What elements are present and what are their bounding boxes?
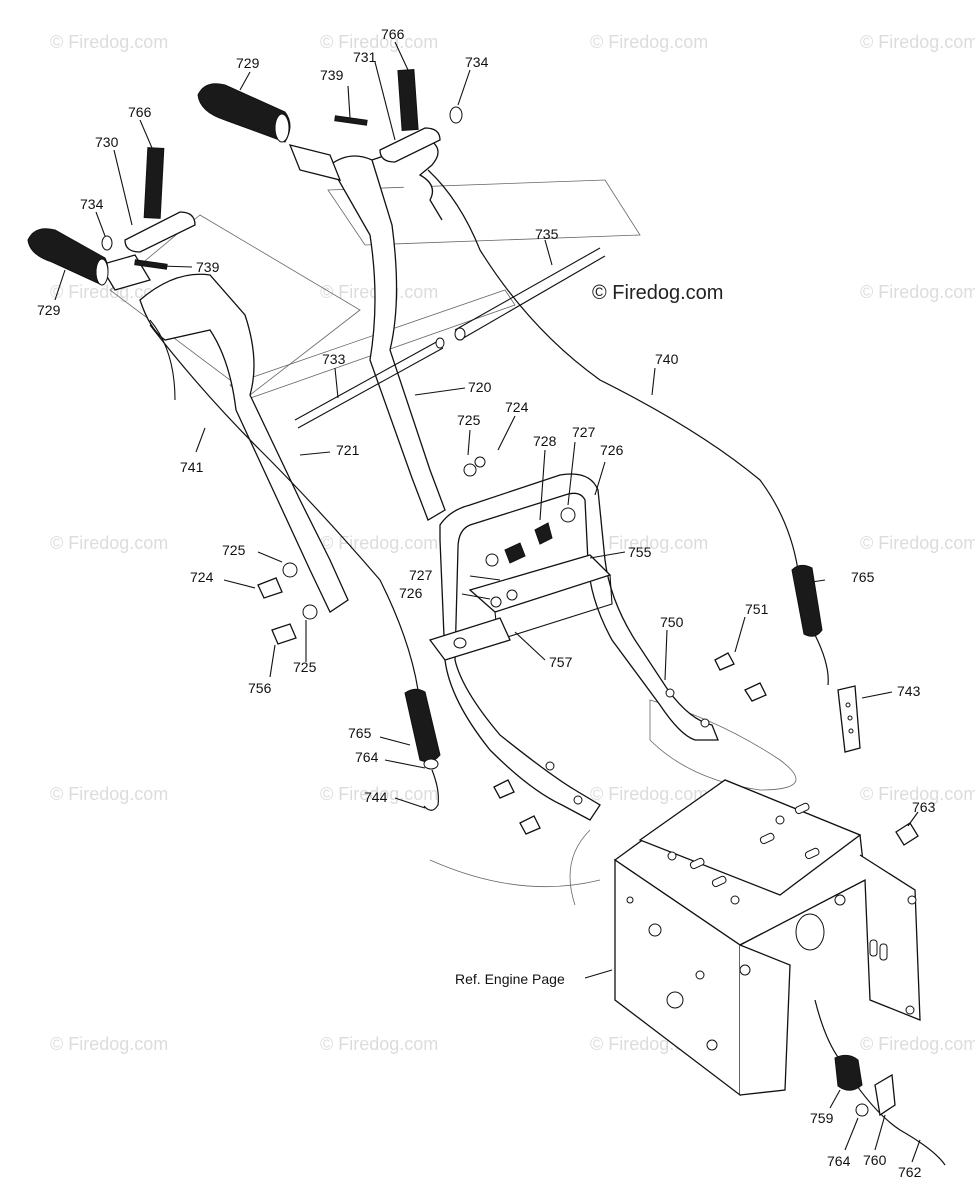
cable-boot-765 bbox=[404, 688, 441, 763]
right-grip bbox=[197, 83, 291, 143]
callout-755: 755 bbox=[628, 544, 652, 560]
watermark: © Firedog.com bbox=[320, 1034, 438, 1054]
watermark: © Firedog.com bbox=[50, 784, 168, 804]
callout-751: 751 bbox=[745, 601, 769, 617]
reference-note: Ref. Engine Page bbox=[455, 971, 565, 987]
watermark: © Firedog.com bbox=[860, 282, 975, 302]
callout-735: 735 bbox=[535, 226, 559, 242]
frame-assembly bbox=[613, 779, 921, 1097]
washer-734-lower bbox=[101, 235, 113, 251]
callout-730: 730 bbox=[95, 134, 119, 150]
callout-724: 724 bbox=[190, 569, 214, 585]
lower-handle bbox=[257, 456, 919, 846]
callout-728: 728 bbox=[533, 433, 557, 449]
watermark: © Firedog.com bbox=[320, 784, 438, 804]
callout-763: 763 bbox=[912, 799, 936, 815]
watermark: © Firedog.com bbox=[860, 784, 975, 804]
watermark: © Firedog.com bbox=[320, 32, 438, 52]
callout-762: 762 bbox=[898, 1164, 922, 1180]
callout-750: 750 bbox=[660, 614, 684, 630]
callout-726: 726 bbox=[600, 442, 624, 458]
washer-734-upper bbox=[449, 106, 463, 124]
grips-and-levers bbox=[27, 68, 463, 286]
callout-724: 724 bbox=[505, 399, 529, 415]
callout-744: 744 bbox=[364, 789, 388, 805]
right-control-lever bbox=[379, 68, 441, 163]
callout-756: 756 bbox=[248, 680, 272, 696]
bracket-760 bbox=[874, 1073, 896, 1117]
callout-731: 731 bbox=[353, 49, 377, 65]
callout-725: 725 bbox=[222, 542, 246, 558]
callout-729: 729 bbox=[37, 302, 61, 318]
callout-725: 725 bbox=[457, 412, 481, 428]
watermark: © Firedog.com bbox=[860, 533, 975, 553]
callout-739: 739 bbox=[196, 259, 220, 275]
watermark: © Firedog.com bbox=[50, 282, 168, 302]
nut-764 bbox=[855, 1103, 869, 1117]
spring-739-upper bbox=[334, 115, 368, 126]
callout-727: 727 bbox=[409, 567, 433, 583]
adjuster-knob bbox=[504, 542, 526, 564]
left-control-lever bbox=[124, 147, 196, 253]
callout-759: 759 bbox=[810, 1110, 834, 1126]
cable-741 bbox=[149, 324, 419, 691]
callout-727: 727 bbox=[572, 424, 596, 440]
watermark: © Firedog.com bbox=[860, 32, 975, 52]
cable-740 bbox=[427, 169, 799, 571]
callout-734: 734 bbox=[80, 196, 104, 212]
callout-764: 764 bbox=[827, 1153, 851, 1169]
callout-757: 757 bbox=[549, 654, 573, 670]
callout-760: 760 bbox=[863, 1152, 887, 1168]
watermark: © Firedog.com bbox=[590, 784, 708, 804]
watermark-main: © Firedog.com bbox=[592, 282, 723, 304]
callout-765: 765 bbox=[851, 569, 875, 585]
callout-734: 734 bbox=[465, 54, 489, 70]
watermark: © Firedog.com bbox=[590, 533, 708, 553]
callout-733: 733 bbox=[322, 351, 346, 367]
watermark: © Firedog.com bbox=[860, 1034, 975, 1054]
callout-741: 741 bbox=[180, 459, 204, 475]
watermark: © Firedog.com bbox=[50, 533, 168, 553]
watermark: © Firedog.com bbox=[50, 32, 168, 52]
callout-labels: 729 739 731 766 734 766 730 734 739 729 … bbox=[37, 26, 936, 1180]
watermark-grid: © Firedog.com © Firedog.com © Firedog.co… bbox=[50, 32, 975, 1054]
leader-lines bbox=[54, 41, 921, 1163]
callout-739: 739 bbox=[320, 67, 344, 83]
left-grip bbox=[27, 228, 109, 286]
watermark: © Firedog.com bbox=[50, 1034, 168, 1054]
callout-729: 729 bbox=[236, 55, 260, 71]
callout-765: 765 bbox=[348, 725, 372, 741]
callout-764: 764 bbox=[355, 749, 379, 765]
callout-726: 726 bbox=[399, 585, 423, 601]
cable-adjuster-759 bbox=[834, 1054, 863, 1091]
callout-743: 743 bbox=[897, 683, 921, 699]
control-cables bbox=[149, 169, 946, 1166]
callout-720: 720 bbox=[468, 379, 492, 395]
adjuster-knob bbox=[534, 522, 553, 545]
callout-766: 766 bbox=[381, 26, 405, 42]
watermark: © Firedog.com bbox=[320, 533, 438, 553]
callout-725: 725 bbox=[293, 659, 317, 675]
callout-740: 740 bbox=[655, 351, 679, 367]
callout-721: 721 bbox=[336, 442, 360, 458]
callout-766: 766 bbox=[128, 104, 152, 120]
cable-boot-765 bbox=[791, 564, 823, 637]
watermark: © Firedog.com bbox=[590, 32, 708, 52]
